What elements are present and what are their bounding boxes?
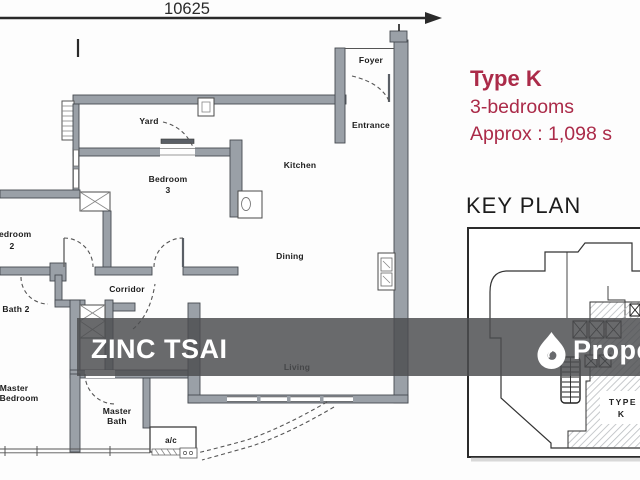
- ac-ledge: [149, 426, 198, 459]
- shaft-box-1: [79, 191, 111, 212]
- wall-niche-fixture: [197, 97, 215, 117]
- meter-box-fixture: [377, 252, 396, 291]
- room-label-dining: Dining: [276, 251, 304, 261]
- unit-bedrooms: 3-bedrooms: [470, 96, 574, 118]
- room-label-bedroom3: Bedroom: [149, 174, 188, 184]
- room-label-foyer: Foyer: [359, 55, 384, 65]
- room-label-corridor: Corridor: [109, 284, 145, 294]
- room-label-bedroom2-num: 2: [10, 241, 15, 251]
- entrance-door-swing: [351, 75, 390, 102]
- room-label-bedroom2: Bedroom: [0, 229, 32, 239]
- key-plan-heading: KEY PLAN: [466, 193, 581, 218]
- louvre-window: [61, 100, 75, 141]
- balcony-edge-2: [201, 406, 335, 461]
- key-plan-unit-label-2: K: [618, 409, 625, 419]
- agent-watermark: ZINC TSAI: [91, 334, 228, 364]
- room-label-yard: Yard: [139, 116, 158, 126]
- yard-door-leaf: [160, 138, 195, 144]
- unit-info: Type K 3-bedrooms Approx : 1,098 s: [470, 66, 612, 145]
- room-label-kitchen: Kitchen: [284, 160, 317, 170]
- bath2-door-swing: [20, 276, 49, 305]
- bedroom2-door-swing: [63, 237, 94, 268]
- unit-area: Approx : 1,098 s: [470, 123, 612, 145]
- bottom-window-wall: [0, 446, 150, 456]
- arrowhead-right-icon: [425, 12, 442, 24]
- room-label-bath2: Bath 2: [2, 304, 29, 314]
- floor-plan: [0, 24, 409, 461]
- room-label-ac: a/c: [165, 436, 177, 445]
- ac-unit-fixture: [179, 447, 198, 459]
- living-windows: [227, 396, 353, 402]
- watermark-band: ZINC TSAI Prope: [77, 318, 640, 376]
- room-label-entrance: Entrance: [352, 120, 390, 130]
- room-label-bedroom3-num: 3: [166, 185, 171, 195]
- kitchen-sink-fixture: [237, 190, 263, 219]
- room-label-master-bedroom2: Bedroom: [0, 393, 39, 403]
- yard-door-swing: [162, 121, 194, 148]
- balcony-edge: [196, 401, 328, 454]
- dimension-label: 10625: [164, 0, 210, 18]
- master-bath-door-swing: [84, 373, 116, 405]
- unit-type-title: Type K: [470, 66, 542, 91]
- room-label-master-bedroom: Master: [0, 383, 29, 393]
- room-label-master-bath2: Bath: [107, 416, 127, 426]
- room-label-master-bath: Master: [103, 406, 132, 416]
- bedroom3-door-swing: [153, 237, 184, 268]
- key-plan-unit-label-1: TYPE: [609, 397, 637, 407]
- dimension-arrow: 10625: [0, 0, 442, 57]
- brand-watermark: Prope: [573, 335, 640, 365]
- brand-flame-icon: [537, 332, 566, 369]
